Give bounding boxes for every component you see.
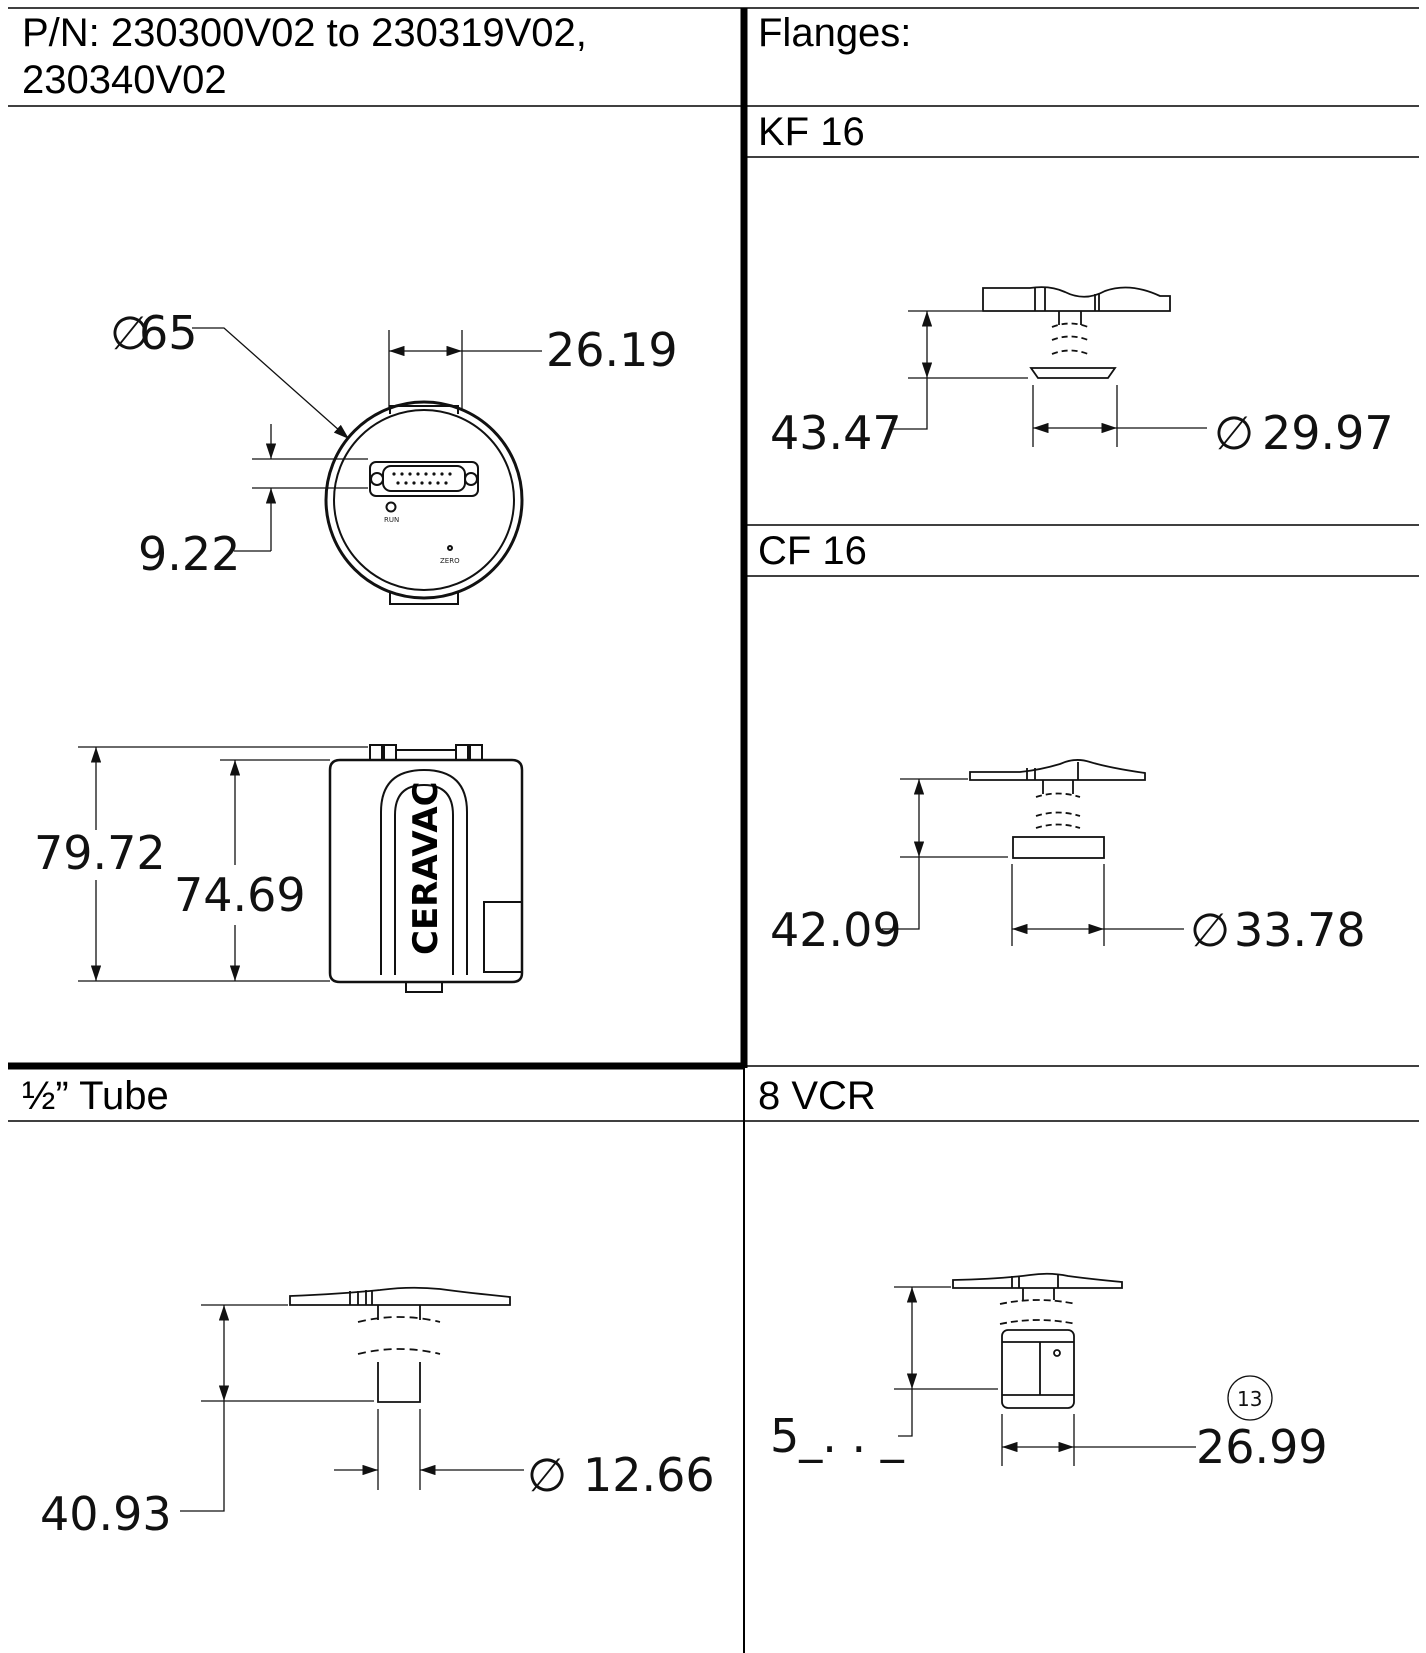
- zero-label: ZERO: [440, 557, 460, 565]
- vcr-drawing: [952, 1272, 1123, 1409]
- vcr-balloon-number: 13: [1237, 1387, 1262, 1411]
- cf16-length: 42.09: [770, 903, 902, 957]
- gauge-logo: CERAVAC: [406, 781, 446, 955]
- gauge-side-view: [328, 744, 524, 993]
- table-grid: [8, 7, 1419, 1653]
- cf16-diameter-symbol: ∅: [1190, 903, 1230, 957]
- vcr-hex-size: 26.99: [1196, 1420, 1328, 1474]
- kf16-diameter: 29.97: [1262, 406, 1394, 460]
- tube-diameter-symbol: ∅: [527, 1448, 567, 1502]
- gauge-connector-width: 26.19: [546, 323, 678, 377]
- run-label: RUN: [384, 516, 399, 524]
- gauge-total-height: 79.72: [34, 826, 166, 880]
- kf16-title: KF 16: [758, 110, 865, 154]
- tube-title: ½” Tube: [22, 1074, 169, 1118]
- tube-length: 40.93: [40, 1487, 172, 1541]
- gauge-top-dimensions: [192, 327, 542, 552]
- vcr-dimensions: [894, 1286, 1273, 1466]
- part-number-title: P/N: 230300V02 to 230319V02, 230340V02: [22, 11, 587, 102]
- cf16-drawing: [969, 759, 1146, 859]
- gauge-top-view: [324, 400, 524, 605]
- gauge-connector-offset: 9.22: [138, 527, 240, 581]
- vcr-title: 8 VCR: [758, 1074, 876, 1118]
- tube-drawing: [289, 1286, 511, 1403]
- cf16-dimensions: [882, 778, 1184, 946]
- gauge-diameter-symbol: ∅: [110, 306, 150, 360]
- gauge-diameter-value: 65: [139, 306, 198, 360]
- kf16-drawing: [982, 286, 1171, 379]
- cf16-diameter: 33.78: [1234, 903, 1366, 957]
- cf16-title: CF 16: [758, 529, 867, 573]
- kf16-length: 43.47: [770, 406, 902, 460]
- vcr-length: 5_. . _: [770, 1409, 905, 1463]
- gauge-body-height: 74.69: [174, 868, 306, 922]
- tube-dimensions: [180, 1304, 524, 1512]
- flanges-title: Flanges:: [758, 11, 912, 55]
- tube-diameter: 12.66: [583, 1448, 715, 1502]
- gauge-side-dimensions: [78, 746, 368, 982]
- kf16-dimensions: [890, 310, 1207, 447]
- kf16-diameter-symbol: ∅: [1214, 406, 1254, 460]
